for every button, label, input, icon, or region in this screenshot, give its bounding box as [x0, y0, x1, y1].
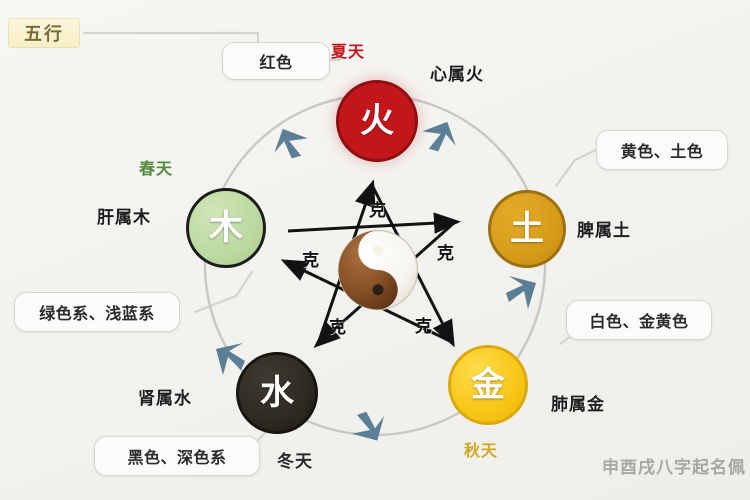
element-glyph-fire: 火 — [360, 101, 394, 141]
element-glyph-water: 水 — [260, 373, 294, 413]
season-label-summer: 夏天 — [331, 42, 366, 61]
organ-label-wood: 肝属木 — [97, 208, 151, 228]
callout-wood-colors-label: 绿色系、浅蓝系 — [39, 304, 155, 323]
corner-badge-label: 五行 — [24, 24, 64, 45]
element-circle-metal: 金 — [448, 345, 528, 425]
organ-label-metal: 肺属金 — [551, 395, 605, 415]
element-circle-earth: 土 — [488, 190, 566, 268]
ke-label-bottomleft: 克 — [329, 318, 346, 338]
callout-metal-colors-label: 白色、金黄色 — [589, 312, 689, 331]
callout-metal-colors: 白色、金黄色 — [566, 300, 712, 340]
season-label-autumn: 秋天 — [464, 441, 499, 460]
ke-label-right: 克 — [437, 244, 454, 264]
callout-fire-colors-label: 红色 — [259, 53, 293, 72]
element-glyph-metal: 金 — [471, 365, 505, 405]
callout-earth-colors: 黄色、土色 — [596, 130, 728, 170]
callout-water-colors: 黑色、深色系 — [94, 436, 260, 476]
element-glyph-earth: 土 — [510, 209, 544, 249]
season-label-winter: 冬天 — [277, 452, 313, 472]
element-circle-wood: 木 — [186, 188, 266, 268]
element-glyph-wood: 木 — [209, 208, 243, 248]
organ-label-water: 肾属水 — [138, 389, 192, 409]
organ-label-fire: 心属火 — [430, 65, 484, 85]
ke-label-bottomright: 克 — [415, 317, 432, 337]
callout-wood-colors: 绿色系、浅蓝系 — [14, 292, 180, 332]
ke-label-top: 克 — [369, 201, 386, 221]
organ-label-earth: 脾属土 — [577, 221, 631, 241]
watermark: 申酉戌八字起名佩 — [602, 458, 746, 478]
element-circle-water: 水 — [236, 352, 318, 434]
callout-fire-colors: 红色 — [222, 42, 330, 80]
taiji-symbol — [336, 228, 420, 312]
callout-earth-colors-label: 黄色、土色 — [620, 142, 704, 161]
ke-label-left: 克 — [302, 251, 319, 271]
element-circle-fire: 火 — [336, 80, 418, 162]
callout-water-colors-label: 黑色、深色系 — [127, 448, 227, 467]
corner-badge: 五行 — [8, 18, 80, 48]
season-label-spring: 春天 — [139, 159, 174, 178]
